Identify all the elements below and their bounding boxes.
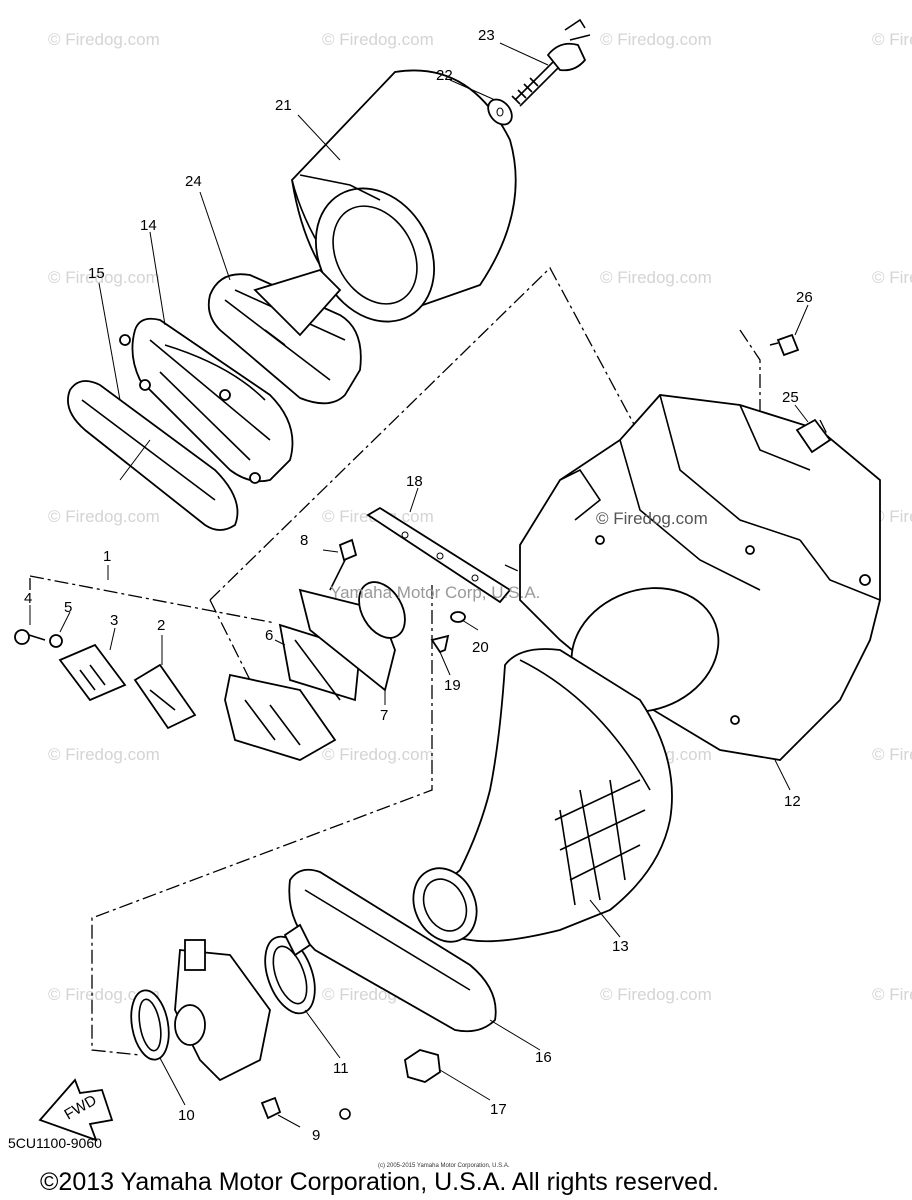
overlay-copyright-text: Yamaha Motor Corp, U.S.A. bbox=[330, 583, 540, 602]
bolt-8 bbox=[329, 538, 358, 591]
reed-valve-assembly bbox=[58, 581, 406, 761]
watermark: © Firedog.com bbox=[600, 985, 712, 1004]
callout-21: 21 bbox=[275, 97, 292, 114]
watermark: © Firedog.com bbox=[600, 30, 712, 49]
leader-lines bbox=[29, 42, 809, 1128]
callout-26: 26 bbox=[796, 289, 813, 306]
watermark: © Firedog.com bbox=[48, 507, 160, 526]
fwd-arrow-icon: FWD bbox=[38, 1078, 114, 1142]
watermark: © Firedog.com bbox=[600, 268, 712, 287]
callout-17: 17 bbox=[490, 1101, 507, 1118]
callout-24: 24 bbox=[185, 173, 202, 190]
callout-11: 11 bbox=[333, 1060, 349, 1077]
callout-7: 7 bbox=[380, 707, 388, 724]
gasket bbox=[67, 380, 239, 531]
bolt-26 bbox=[769, 333, 800, 357]
clip bbox=[260, 1096, 351, 1120]
callout-18: 18 bbox=[406, 473, 423, 490]
watermark: © Firedog.com bbox=[48, 268, 160, 287]
callout-20: 20 bbox=[472, 639, 489, 656]
callout-3: 3 bbox=[110, 612, 118, 629]
clamp-10 bbox=[130, 989, 170, 1061]
screw-19 bbox=[430, 634, 450, 654]
clamp-11 bbox=[264, 923, 316, 1015]
watermark: © Firedog.com bbox=[322, 30, 434, 49]
callout-16: 16 bbox=[535, 1049, 552, 1066]
callout-13: 13 bbox=[612, 938, 629, 955]
callout-2: 2 bbox=[157, 617, 165, 634]
small-notice: (c) 2005-2015 Yamaha Motor Corporation, … bbox=[378, 1163, 510, 1169]
callout-8: 8 bbox=[300, 532, 308, 549]
watermark: © Firedog.com bbox=[872, 30, 912, 49]
callout-9: 9 bbox=[312, 1127, 320, 1144]
filter-bolt-assembly bbox=[487, 18, 591, 126]
copyright-footer: ©2013 Yamaha Motor Corporation, U.S.A. A… bbox=[40, 1168, 719, 1196]
callout-10: 10 bbox=[178, 1107, 195, 1124]
callout-25: 25 bbox=[782, 389, 799, 406]
callout-4: 4 bbox=[24, 590, 32, 607]
overlay-watermark: © Firedog.com bbox=[596, 509, 708, 528]
callout-6: 6 bbox=[265, 627, 273, 644]
watermark: © Firedog.com bbox=[48, 985, 160, 1004]
callout-23: 23 bbox=[478, 27, 495, 44]
watermark: © Firedog.com bbox=[872, 985, 912, 1004]
watermark: © Firedog.com bbox=[48, 30, 160, 49]
clip-25 bbox=[795, 418, 832, 454]
part-code: 5CU1100-9060 bbox=[8, 1135, 102, 1151]
callout-12: 12 bbox=[784, 793, 801, 810]
watermark: © Firedog.com bbox=[322, 745, 434, 764]
bolt-4 bbox=[14, 629, 63, 648]
watermark: © Firedog.com bbox=[872, 745, 912, 764]
filter-cage bbox=[207, 268, 362, 405]
callout-14: 14 bbox=[140, 217, 157, 234]
watermark: © Firedog.com bbox=[872, 268, 912, 287]
carburetor bbox=[174, 939, 271, 1082]
callout-1: 1 bbox=[103, 548, 111, 565]
plate bbox=[366, 506, 512, 604]
watermark: © Firedog.com bbox=[872, 507, 912, 526]
watermark: © Firedog.com bbox=[48, 745, 160, 764]
air-filter-element bbox=[291, 69, 517, 323]
nut bbox=[404, 1049, 441, 1083]
callout-15: 15 bbox=[88, 265, 105, 282]
callout-5: 5 bbox=[64, 599, 72, 616]
callout-19: 19 bbox=[444, 677, 461, 694]
filter-frame bbox=[119, 317, 294, 484]
callout-22: 22 bbox=[436, 67, 453, 84]
callout-labels: 1 2 3 4 5 6 7 8 9 10 11 12 13 14 15 16 1… bbox=[24, 27, 813, 1144]
intake-boot bbox=[412, 648, 673, 943]
washer-20 bbox=[450, 611, 466, 623]
